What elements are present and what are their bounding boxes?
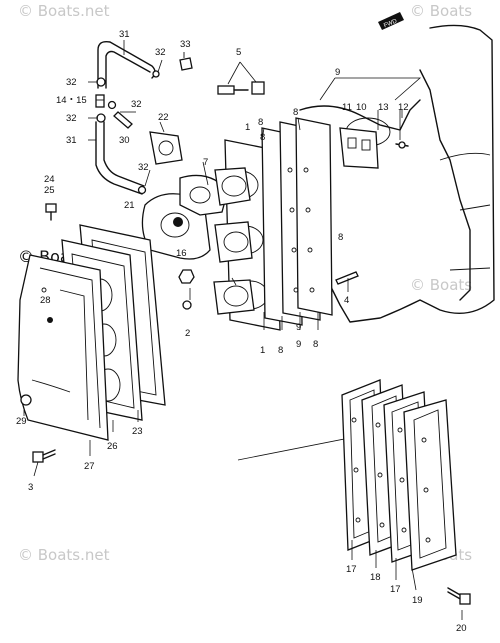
callout-26: 26: [107, 441, 118, 452]
callout-32-c: 32: [131, 99, 142, 110]
callout-3: 3: [28, 482, 33, 493]
gasket-8-stack: [261, 117, 333, 326]
callout-9-c: 9: [296, 322, 301, 333]
callout-11: 11: [342, 102, 352, 113]
watermark-top-left: © Boats.net: [18, 2, 110, 20]
callout-17-a: 17: [346, 564, 357, 575]
callout-29: 29: [16, 416, 27, 427]
callout-17-b: 17: [390, 584, 401, 595]
callout-31-top: 31: [119, 29, 130, 40]
callout-8-a: 8: [293, 107, 298, 118]
callout-23: 23: [132, 426, 143, 437]
nut-2: [178, 269, 195, 310]
bolt-24-25: [45, 203, 57, 221]
callout-28: 28: [40, 295, 51, 306]
bolt-3: [32, 449, 56, 463]
callout-8-e: 8: [278, 345, 283, 356]
callout-8-b: 8: [258, 117, 263, 128]
callout-27: 27: [84, 461, 95, 472]
watermark-mid-right: © Boats: [410, 276, 472, 294]
callout-10: 10: [356, 102, 367, 113]
callout-32-b: 32: [66, 77, 77, 88]
callout-16: 16: [176, 248, 187, 259]
pin-4: [335, 271, 359, 285]
engine-block-outline: [299, 24, 495, 323]
hose-31-top: [97, 40, 160, 89]
exhaust-cover-27: [17, 254, 109, 441]
callout-5: 5: [236, 47, 241, 58]
hose-31-lower: [95, 121, 145, 195]
callout-9: 9: [335, 67, 340, 78]
fwd-label: FWD: [383, 18, 399, 29]
callout-1-a: 1: [245, 122, 250, 133]
callout-22: 22: [158, 112, 169, 123]
clip-33: [179, 52, 193, 71]
callout-8-c: 8: [260, 132, 265, 143]
pin-30: [113, 111, 133, 129]
callout-2: 2: [185, 328, 190, 339]
callout-1-b: 1: [260, 345, 265, 356]
callout-31-lower: 31: [66, 135, 77, 146]
clip-32-set: [96, 77, 147, 195]
callout-8-d: 8: [338, 232, 343, 243]
callout-numbers: 31 32 33 5 32 14・15 32 32 31 30 22 32 9 …: [16, 29, 467, 634]
callout-25: 25: [44, 185, 55, 196]
callout-8-f: 8: [313, 339, 318, 350]
callout-18: 18: [370, 572, 381, 583]
callout-4: 4: [344, 295, 349, 306]
lower-cover-assembly: [341, 379, 457, 571]
callout-32-e: 32: [138, 162, 149, 173]
callout-32-a: 32: [155, 47, 166, 58]
callout-14-15: 14・15: [56, 95, 87, 106]
thermostat-cover-21: [141, 174, 229, 260]
callout-7: 7: [203, 157, 208, 168]
callout-19: 19: [412, 595, 423, 606]
callout-30: 30: [119, 135, 130, 146]
callout-20: 20: [456, 623, 467, 634]
watermark-top-right: © Boats: [410, 2, 472, 20]
callout-24: 24: [44, 174, 55, 185]
watermark-bottom-left: © Boats.net: [18, 546, 110, 564]
bolt-20: [447, 587, 471, 605]
callout-33: 33: [180, 39, 191, 50]
bolt-5: [217, 61, 265, 95]
fwd-arrow-icon: FWD: [378, 12, 404, 30]
callout-13: 13: [378, 102, 389, 113]
reed-plate-10-11-13: [339, 127, 409, 169]
callout-21: 21: [124, 200, 135, 211]
fitting-14-15: [95, 94, 105, 108]
callout-9-b: 9: [296, 339, 301, 350]
leader-lines: [23, 40, 463, 620]
gasket-22: [149, 131, 183, 165]
callout-12: 12: [398, 102, 409, 113]
callout-32-d: 32: [66, 113, 77, 124]
